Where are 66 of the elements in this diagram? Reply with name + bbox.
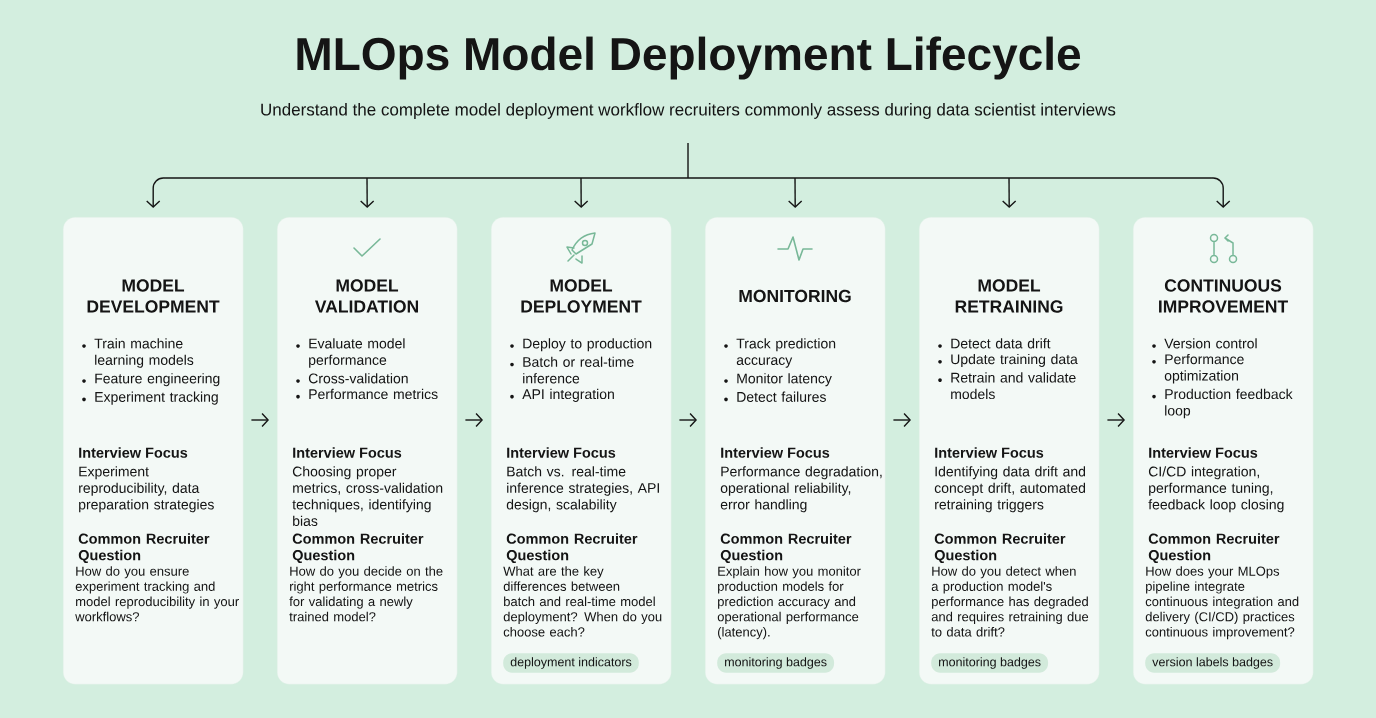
focus-text: Batch vs. real-time inference strategies, API design, scalability <box>506 466 659 513</box>
bullet-item: Feature engineering <box>82 373 220 387</box>
arrow <box>250 412 269 428</box>
arrow <box>146 177 166 208</box>
card-title: MODEL DEPLOYMENT <box>521 279 642 313</box>
arrow <box>359 177 375 208</box>
bullet-item: Detect failures <box>724 391 826 402</box>
bullet-item: Performance optimization <box>1152 353 1244 384</box>
badge: monitoring badges <box>931 653 1049 673</box>
focus-text: Choosing proper metrics, cross-validation techniques, identifying bias <box>292 466 443 526</box>
arrow <box>892 412 911 428</box>
arrow <box>678 412 697 428</box>
badge: deployment indicators <box>503 653 639 673</box>
question-text: What are the key differences between batch and real-time model deployment? When do you choose each? <box>503 566 662 637</box>
arrow <box>1210 177 1231 208</box>
arrow <box>1001 177 1017 208</box>
focus-text: Experiment reproducibility, data preparation strategies <box>79 466 214 513</box>
section-heading: Interview Focus <box>79 447 188 458</box>
section-heading: Interview Focus <box>293 447 402 458</box>
card-title: MODEL RETRAINING <box>955 279 1063 313</box>
bullet-item: Train machine learning models <box>82 338 194 368</box>
section-heading: Common Recruiter Question <box>506 533 638 564</box>
bullet-item: Update training data <box>938 353 1078 367</box>
question-text: How do you detect when a production model's performance has degraded and requires retraining due to data drift? <box>931 566 1089 637</box>
bullet-item: Deploy to production <box>510 338 652 352</box>
bullet-item: Monitor latency <box>724 373 832 387</box>
section-heading: Common Recruiter Question <box>78 533 210 564</box>
bullet-item: Version control <box>1152 338 1257 349</box>
section-heading: Interview Focus <box>1149 447 1258 458</box>
bullet-item: Cross-validation <box>296 373 408 384</box>
section-heading: Common Recruiter Question <box>934 533 1066 564</box>
bullet-item: Performance metrics <box>296 388 438 400</box>
arrow <box>787 177 803 208</box>
card-title: MODEL VALIDATION <box>314 279 418 313</box>
badge: monitoring badges <box>717 653 835 673</box>
section-heading: Common Recruiter Question <box>1148 533 1280 564</box>
section-heading: Common Recruiter Question <box>720 533 852 564</box>
bullet-item: Detect data drift <box>938 338 1051 349</box>
arrow <box>464 412 483 428</box>
focus-text: CI/CD integration, performance tuning, feedback loop closing <box>1148 466 1284 513</box>
bullet-item: Track prediction accuracy <box>724 338 836 368</box>
question-text: How do you ensure experiment tracking and model reproducibility in your workflows? <box>75 566 239 622</box>
card-title: CONTINUOUS IMPROVEMENT <box>1159 279 1288 313</box>
bullet-item: Production feedback loop <box>1152 388 1293 419</box>
card-title: MONITORING <box>739 289 851 303</box>
bullet-item: Experiment tracking <box>82 391 218 405</box>
arrow <box>573 177 589 208</box>
focus-text: Performance degradation, operational reliability, error handling <box>720 466 882 513</box>
title: MLOps Model Deployment Lifecycle <box>297 36 1081 80</box>
card-title: MODEL DEVELOPMENT <box>87 279 220 313</box>
arrow <box>1106 412 1125 428</box>
question-text: How do you decide on the right performance metrics for validating a newly trained model? <box>289 566 443 622</box>
subtitle: Understand the complete model deployment workflow recruiters commonly assess during data scientist interviews <box>261 103 1116 119</box>
section-heading: Interview Focus <box>935 447 1044 458</box>
badge: version labels badges <box>1145 653 1281 673</box>
bullet-item: Retrain and validate models <box>938 372 1076 400</box>
bullet-item: Evaluate model performance <box>296 338 405 368</box>
section-heading: Interview Focus <box>507 447 616 458</box>
section-heading: Common Recruiter Question <box>292 533 424 564</box>
question-text: How does your MLOps pipeline integrate continuous integration and delivery (CI/CD) practices continuous improvement? <box>1145 566 1299 640</box>
connector-line <box>164 142 1212 179</box>
bullet-item: API integration <box>510 388 614 402</box>
question-text: Explain how you monitor production models for prediction accuracy and operational performance (latency). <box>717 566 861 640</box>
bullet-item: Batch or real-time inference <box>510 356 634 384</box>
section-heading: Interview Focus <box>721 447 830 458</box>
focus-text: Identifying data drift and concept drift, automated retraining triggers <box>934 466 1086 513</box>
